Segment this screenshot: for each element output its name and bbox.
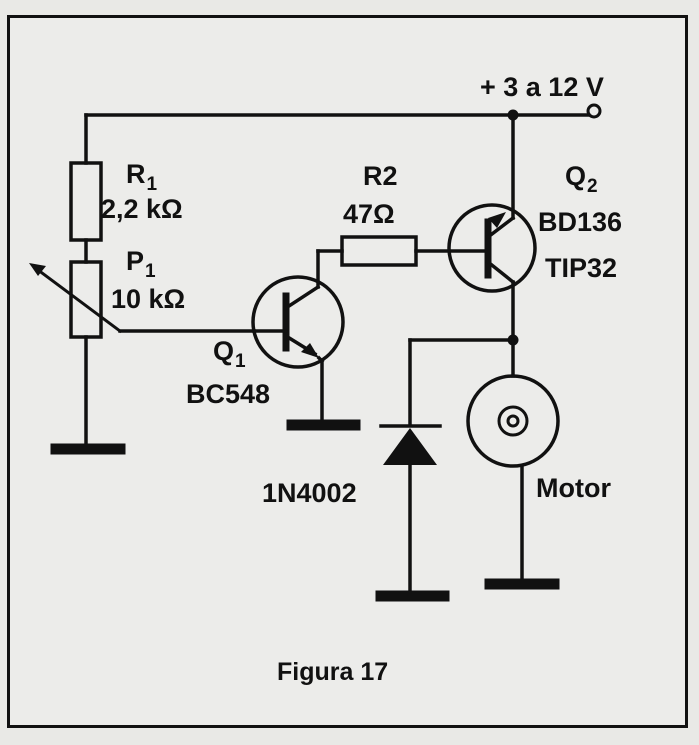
- r1-value-label: 2,2 kΩ: [101, 194, 183, 224]
- r2-resistor: [316, 235, 490, 267]
- figure-caption: Figura 17: [277, 658, 389, 686]
- supply-label: + 3 a 12 V: [480, 72, 604, 102]
- figure-frame: [7, 15, 688, 728]
- q1-transistor: [251, 249, 345, 425]
- q2-transistor: [447, 113, 537, 342]
- p1-potentiometer: [29, 260, 256, 448]
- q2-name-label: Q2: [565, 161, 598, 197]
- p1-name-label: P1: [126, 246, 156, 282]
- q2-part1-label: BD136: [538, 207, 623, 237]
- r1-resistor: [69, 113, 103, 264]
- r2-value-label: 47Ω: [343, 199, 395, 229]
- motor-label: Motor: [536, 473, 611, 503]
- diode-part-label: 1N4002: [262, 478, 357, 508]
- q2-part2-label: TIP32: [545, 253, 618, 283]
- q1-part-label: BC548: [186, 379, 271, 409]
- r2-name-label: R2: [363, 161, 398, 191]
- motor-symbol: [466, 338, 560, 584]
- junction-dot-top: [507, 109, 519, 121]
- r1-name-label: R1: [126, 159, 158, 195]
- q1-name-label: Q1: [213, 336, 246, 372]
- supply-terminal: [586, 103, 602, 119]
- p1-value-label: 10 kΩ: [111, 284, 186, 314]
- supply-rail: [84, 103, 602, 119]
- diode-1n4002: [379, 338, 515, 596]
